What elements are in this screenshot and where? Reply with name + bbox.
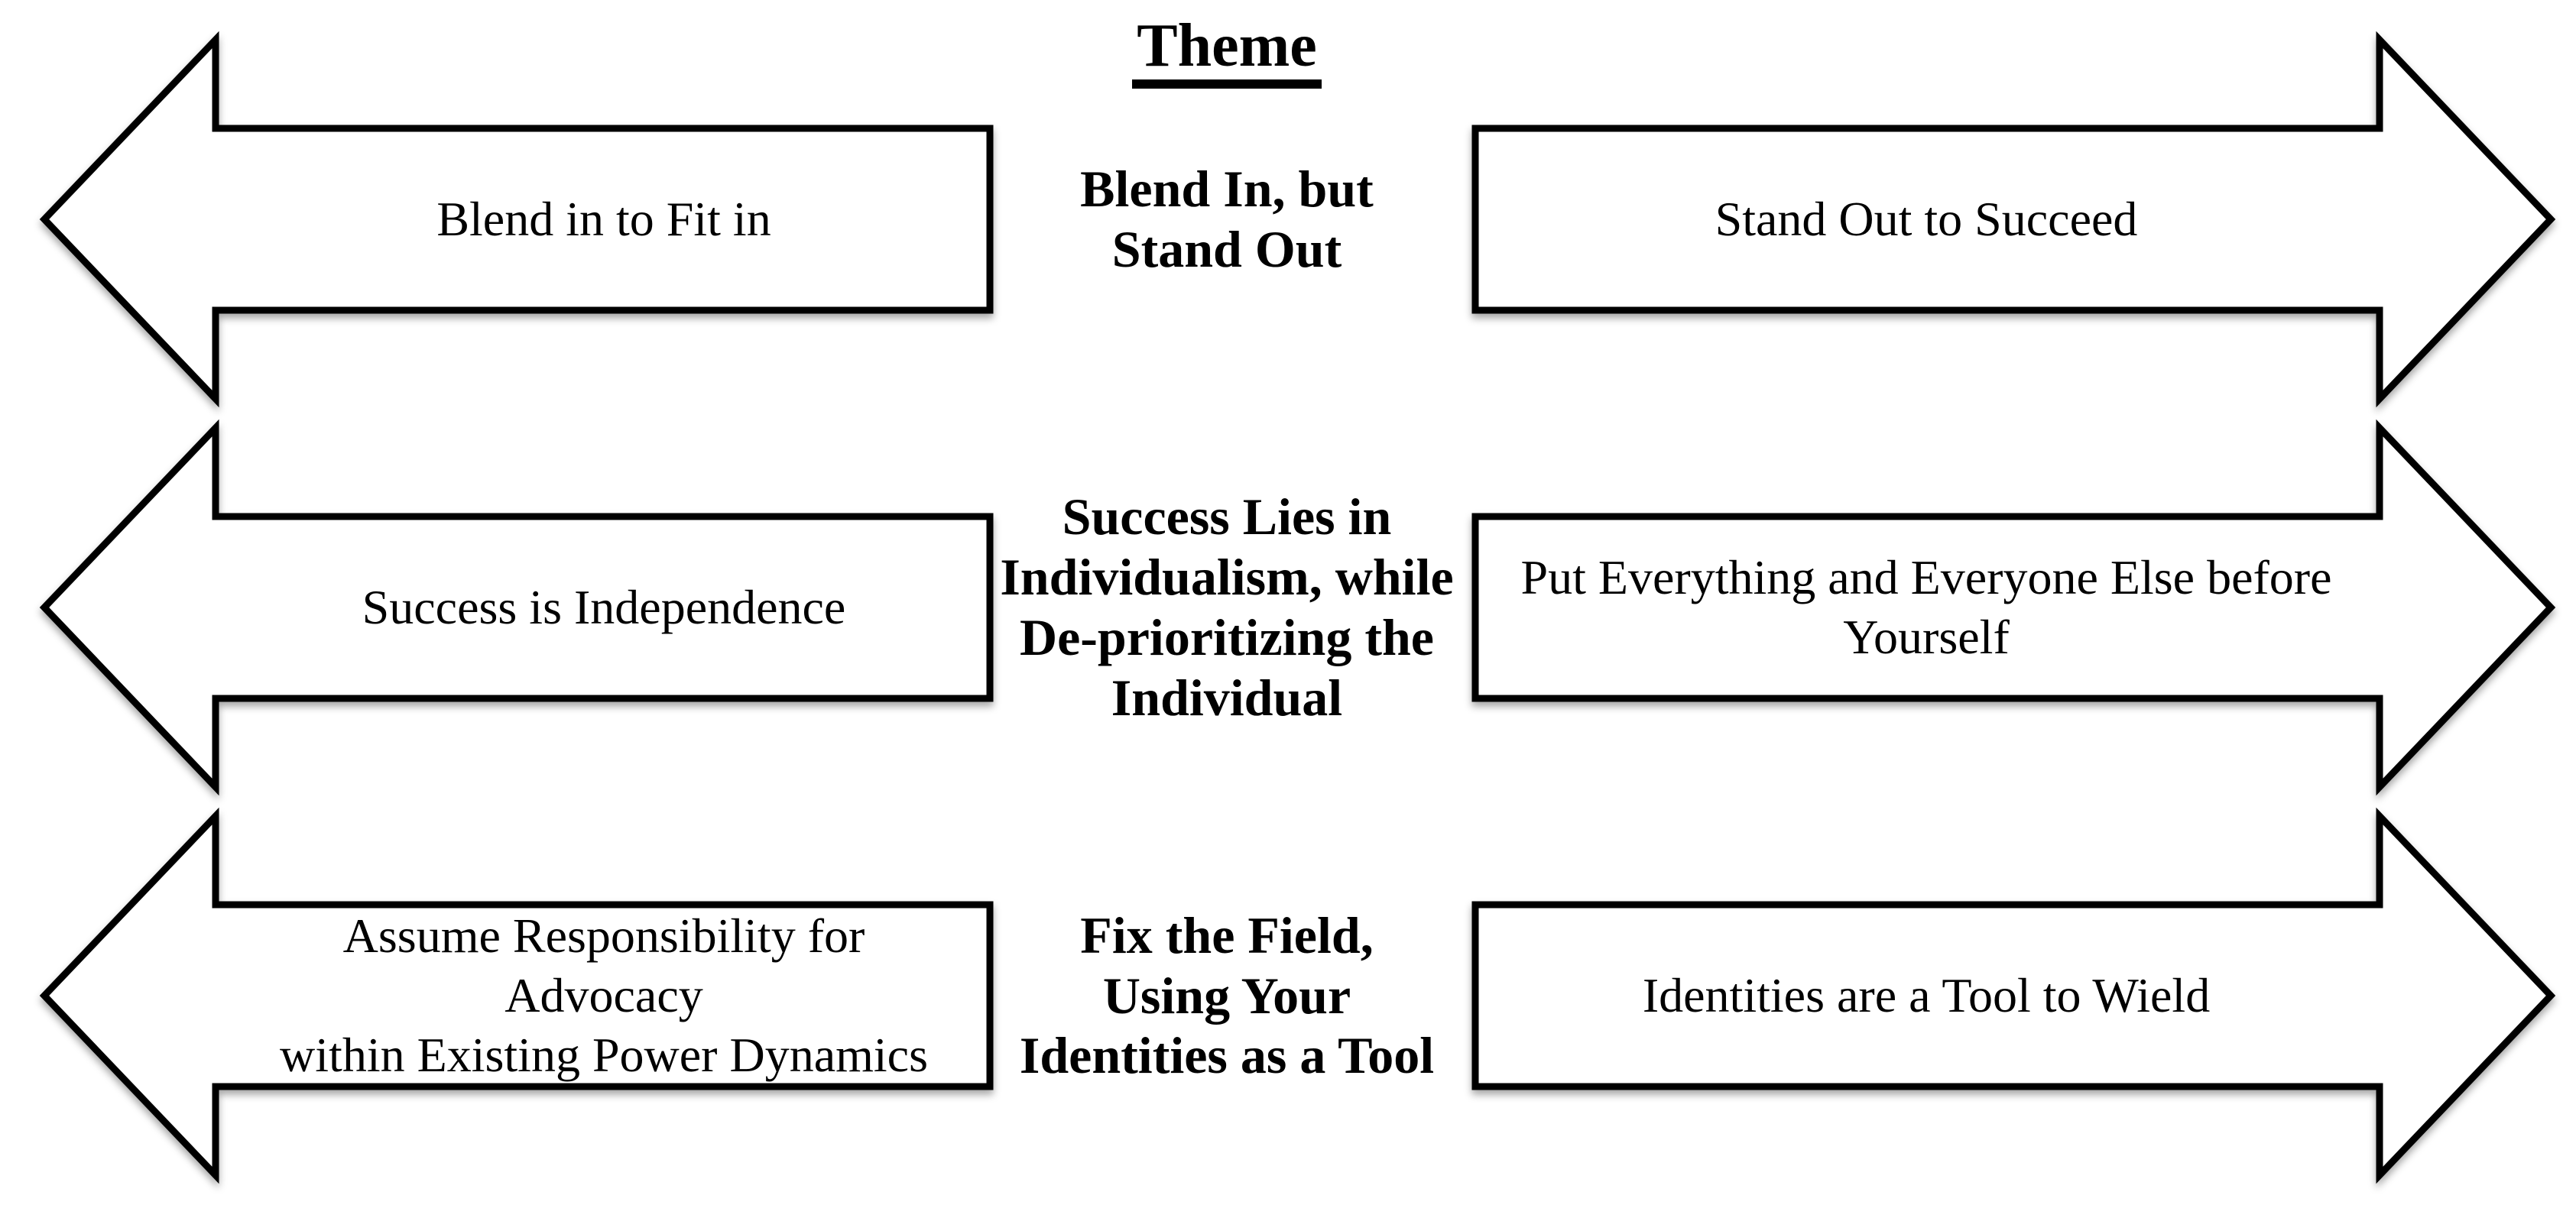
right-arrow-row-1: Stand Out to Succeed	[1471, 31, 2556, 408]
text-line: Using Your	[1102, 966, 1351, 1025]
text-line: Identities as a Tool	[1019, 1026, 1435, 1085]
right-arrow-label-row-1: Stand Out to Succeed	[1497, 130, 2355, 309]
left-arrow-shape	[39, 419, 994, 796]
right-arrow-label-row-3: Identities are a Tool to Wield	[1497, 906, 2355, 1085]
text-line: Stand Out to Succeed	[1715, 191, 2138, 246]
arrow-polygon	[39, 31, 994, 408]
text-line: Success Lies in	[1062, 488, 1392, 546]
text-line: Fix the Field,	[1080, 905, 1374, 964]
text-line: Yourself	[1843, 610, 2010, 664]
text-line: Stand Out	[1111, 220, 1342, 278]
left-arrow-row-2: Success is Independence	[39, 419, 994, 796]
text-line: De-prioritizing the	[1020, 608, 1434, 666]
page-title: Theme	[982, 15, 1471, 89]
right-arrow-shape	[1471, 807, 2556, 1184]
text-line: Success is Independence	[362, 579, 846, 634]
left-arrow-label-row-3: Assume Responsibility for Advocacy within…	[240, 906, 968, 1085]
right-arrow-row-3: Identities are a Tool to Wield	[1471, 807, 2556, 1184]
text-line: Blend in to Fit in	[436, 191, 771, 246]
text-line: within Existing Power Dynamics	[280, 1028, 928, 1083]
text-line: Assume Responsibility for Advocacy	[342, 908, 865, 1022]
text-line: Put Everything and Everyone Else before	[1520, 549, 2332, 604]
arrow-polygon	[1471, 419, 2556, 796]
left-arrow-label-row-2: Success is Independence	[240, 518, 968, 697]
arrow-polygon	[39, 419, 994, 796]
left-arrow-shape	[39, 807, 994, 1184]
text-line: Individualism, while	[1000, 548, 1454, 607]
text-line: Individual	[1111, 668, 1343, 727]
text-line: Blend In, but	[1080, 160, 1374, 219]
left-arrow-row-1: Blend in to Fit in	[39, 31, 994, 408]
arrow-polygon	[1471, 31, 2556, 408]
left-arrow-row-3: Assume Responsibility for Advocacy within…	[39, 807, 994, 1184]
page-title-text: Theme	[1132, 15, 1322, 89]
arrow-polygon	[1471, 807, 2556, 1184]
text-line: Identities are a Tool to Wield	[1642, 967, 2211, 1022]
right-arrow-shape	[1471, 419, 2556, 796]
left-arrow-label-row-1: Blend in to Fit in	[240, 130, 968, 309]
right-arrow-shape	[1471, 31, 2556, 408]
arrow-polygon	[39, 807, 994, 1184]
left-arrow-shape	[39, 31, 994, 408]
